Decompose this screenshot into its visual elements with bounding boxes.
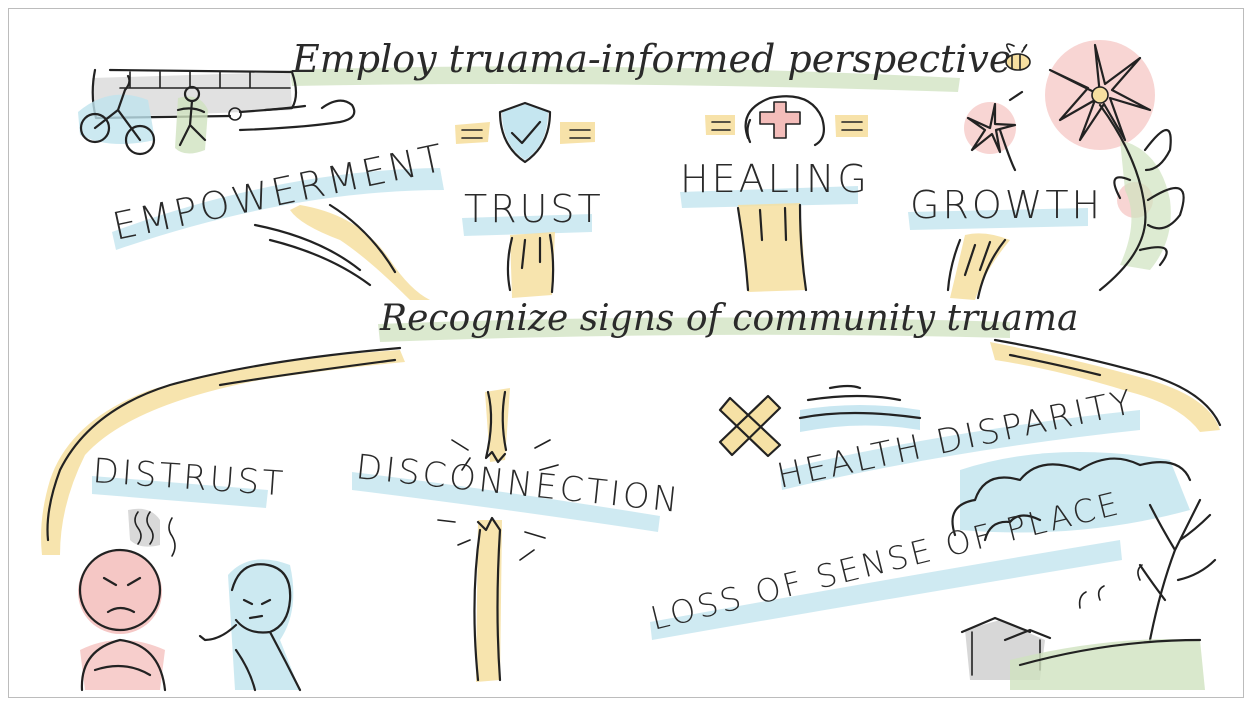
top-banner: Employ truama-informed perspective xyxy=(290,37,1011,92)
healing-label: HEALING xyxy=(680,157,870,201)
bandage-icon xyxy=(718,394,782,458)
cyclist-icon xyxy=(78,74,156,156)
distrust-label: DISTRUST xyxy=(91,451,287,504)
anger-steam-icon xyxy=(128,508,176,557)
middle-banner: Recognize signs of community truama xyxy=(378,298,1078,342)
bare-tree-icon xyxy=(1078,498,1217,642)
empowerment-node: EMPOWERMENT xyxy=(109,135,450,300)
trust-label: TRUST xyxy=(464,187,604,231)
bee-icon xyxy=(1005,43,1031,71)
healing-node: HEALING xyxy=(680,95,870,292)
shield-check-icon xyxy=(498,101,552,164)
disconnection-node: DISCONNECTION xyxy=(352,388,683,682)
middle-banner-text: Recognize signs of community truama xyxy=(379,298,1078,339)
growth-label: GROWTH xyxy=(910,183,1103,227)
wind-icon xyxy=(238,99,356,132)
broken-rope-icon xyxy=(451,390,559,471)
branch-left xyxy=(41,346,405,555)
branch-right xyxy=(990,338,1222,432)
pointing-person-icon xyxy=(198,559,302,692)
broken-rope-lower-icon xyxy=(437,516,546,682)
medical-cross-icon xyxy=(744,95,825,147)
leaf-stem-icon xyxy=(998,90,1185,292)
walker-icon xyxy=(175,85,208,154)
cloud-icon xyxy=(951,452,1192,542)
water-waves-icon xyxy=(798,384,922,432)
angry-face-icon xyxy=(78,548,167,692)
distrust-node: DISTRUST xyxy=(78,451,302,692)
trust-node: TRUST xyxy=(455,101,604,298)
growth-node: GROWTH xyxy=(908,183,1103,300)
top-banner-text: Employ truama-informed perspective xyxy=(291,37,1011,81)
loss-of-place-node: LOSS OF SENSE OF PLACE xyxy=(647,452,1217,690)
